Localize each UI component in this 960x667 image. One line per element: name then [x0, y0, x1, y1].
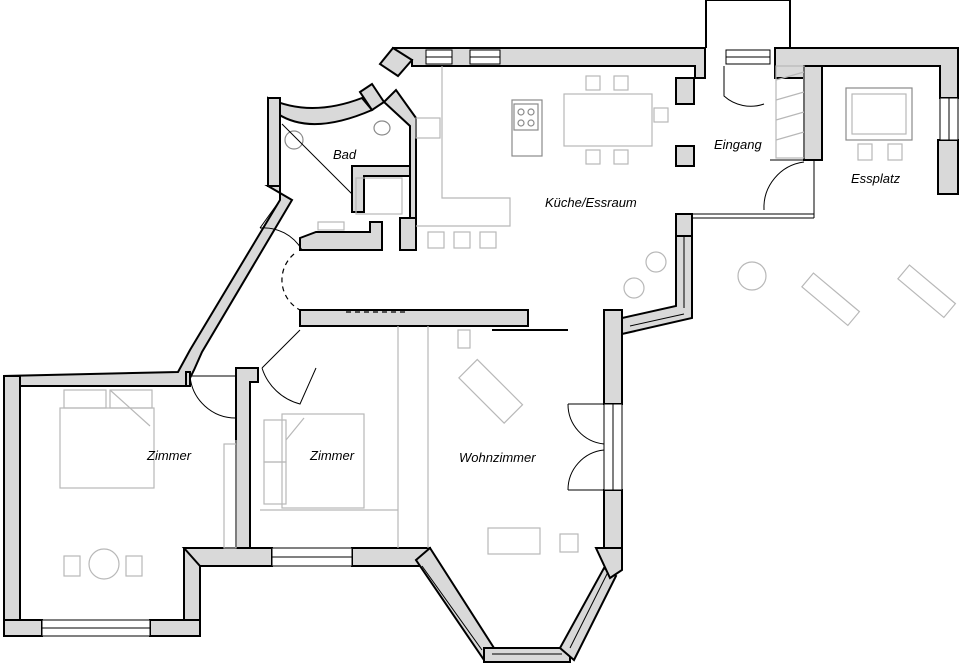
room-label-eingang: Eingang: [714, 137, 762, 152]
windows: [41, 49, 959, 655]
room-label-zimmer-mid: Zimmer: [310, 448, 355, 463]
furniture: [59, 65, 957, 580]
room-label-bad: Bad: [333, 147, 357, 162]
room-label-wohnzimmer: Wohnzimmer: [459, 450, 536, 465]
room-label-essplatz: Essplatz: [851, 171, 901, 186]
room-label-kueche: Küche/Essraum: [545, 195, 637, 210]
doors: [189, 66, 805, 491]
room-label-zimmer-left: Zimmer: [147, 448, 192, 463]
walls: [3, 0, 959, 663]
